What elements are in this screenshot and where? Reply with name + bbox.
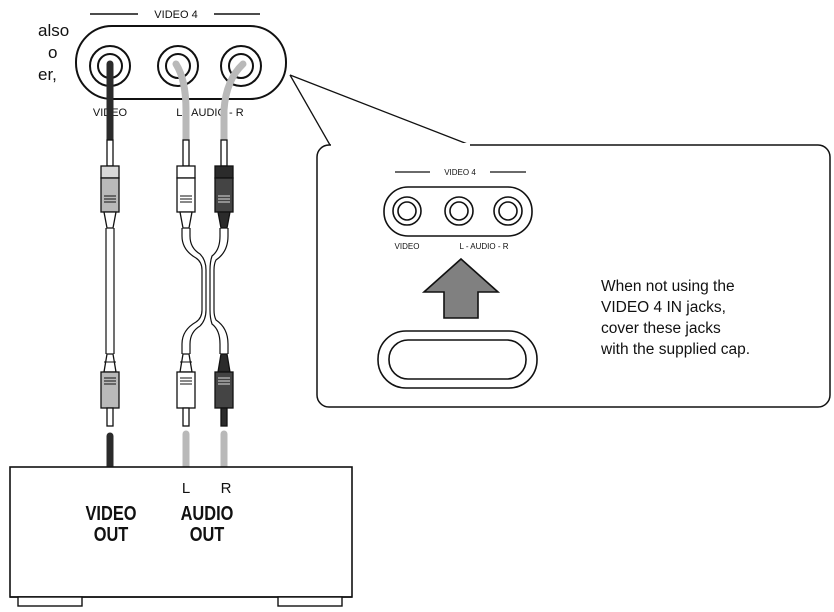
video-out-label-line1: VIDEO <box>86 501 137 524</box>
video-cable <box>100 60 120 510</box>
channel-r-label: R <box>221 480 232 497</box>
callout-audio-r-jack <box>493 196 523 226</box>
device-foot-left <box>17 596 83 607</box>
note-line-2: VIDEO 4 IN jacks, <box>601 299 726 316</box>
note-line-3: cover these jacks <box>601 320 721 337</box>
clipped-line-1: also <box>38 21 70 40</box>
channel-l-label: L <box>182 480 190 497</box>
note-line-4: with the supplied cap. <box>601 341 751 358</box>
audio-l-cable <box>172 60 207 476</box>
up-arrow-icon <box>421 257 501 319</box>
callout-audio-label: L - AUDIO - R <box>459 242 508 251</box>
video-out-label-line2: OUT <box>94 522 129 545</box>
clipped-line-3: er, <box>38 65 57 84</box>
cap-instruction-note: When not using the VIDEO 4 IN jacks, cov… <box>601 276 811 360</box>
note-line-1: When not using the <box>601 278 735 295</box>
callout-audio-l-jack <box>444 196 474 226</box>
callout-video-label: VIDEO <box>395 242 420 251</box>
audio-out-label-line2: OUT <box>190 522 225 545</box>
source-device: L R VIDEO OUT AUDIO OUT <box>9 466 353 607</box>
callout-pointer <box>289 74 471 146</box>
clipped-line-2: o <box>48 43 58 62</box>
callout-group-label: VIDEO 4 <box>444 168 476 177</box>
callout-video-jack <box>392 196 422 226</box>
jack-cap <box>377 330 538 389</box>
audio-r-cable <box>209 60 247 476</box>
device-foot-right <box>277 596 343 607</box>
audio-out-label-line1: AUDIO <box>181 501 234 524</box>
source-device-body <box>9 466 353 598</box>
clipped-instruction-text: also o er, <box>0 20 70 86</box>
callout-jack-panel: VIDEO 4 VIDEO L - AUDIO - R <box>383 168 533 251</box>
panel-group-label: VIDEO 4 <box>154 9 197 21</box>
